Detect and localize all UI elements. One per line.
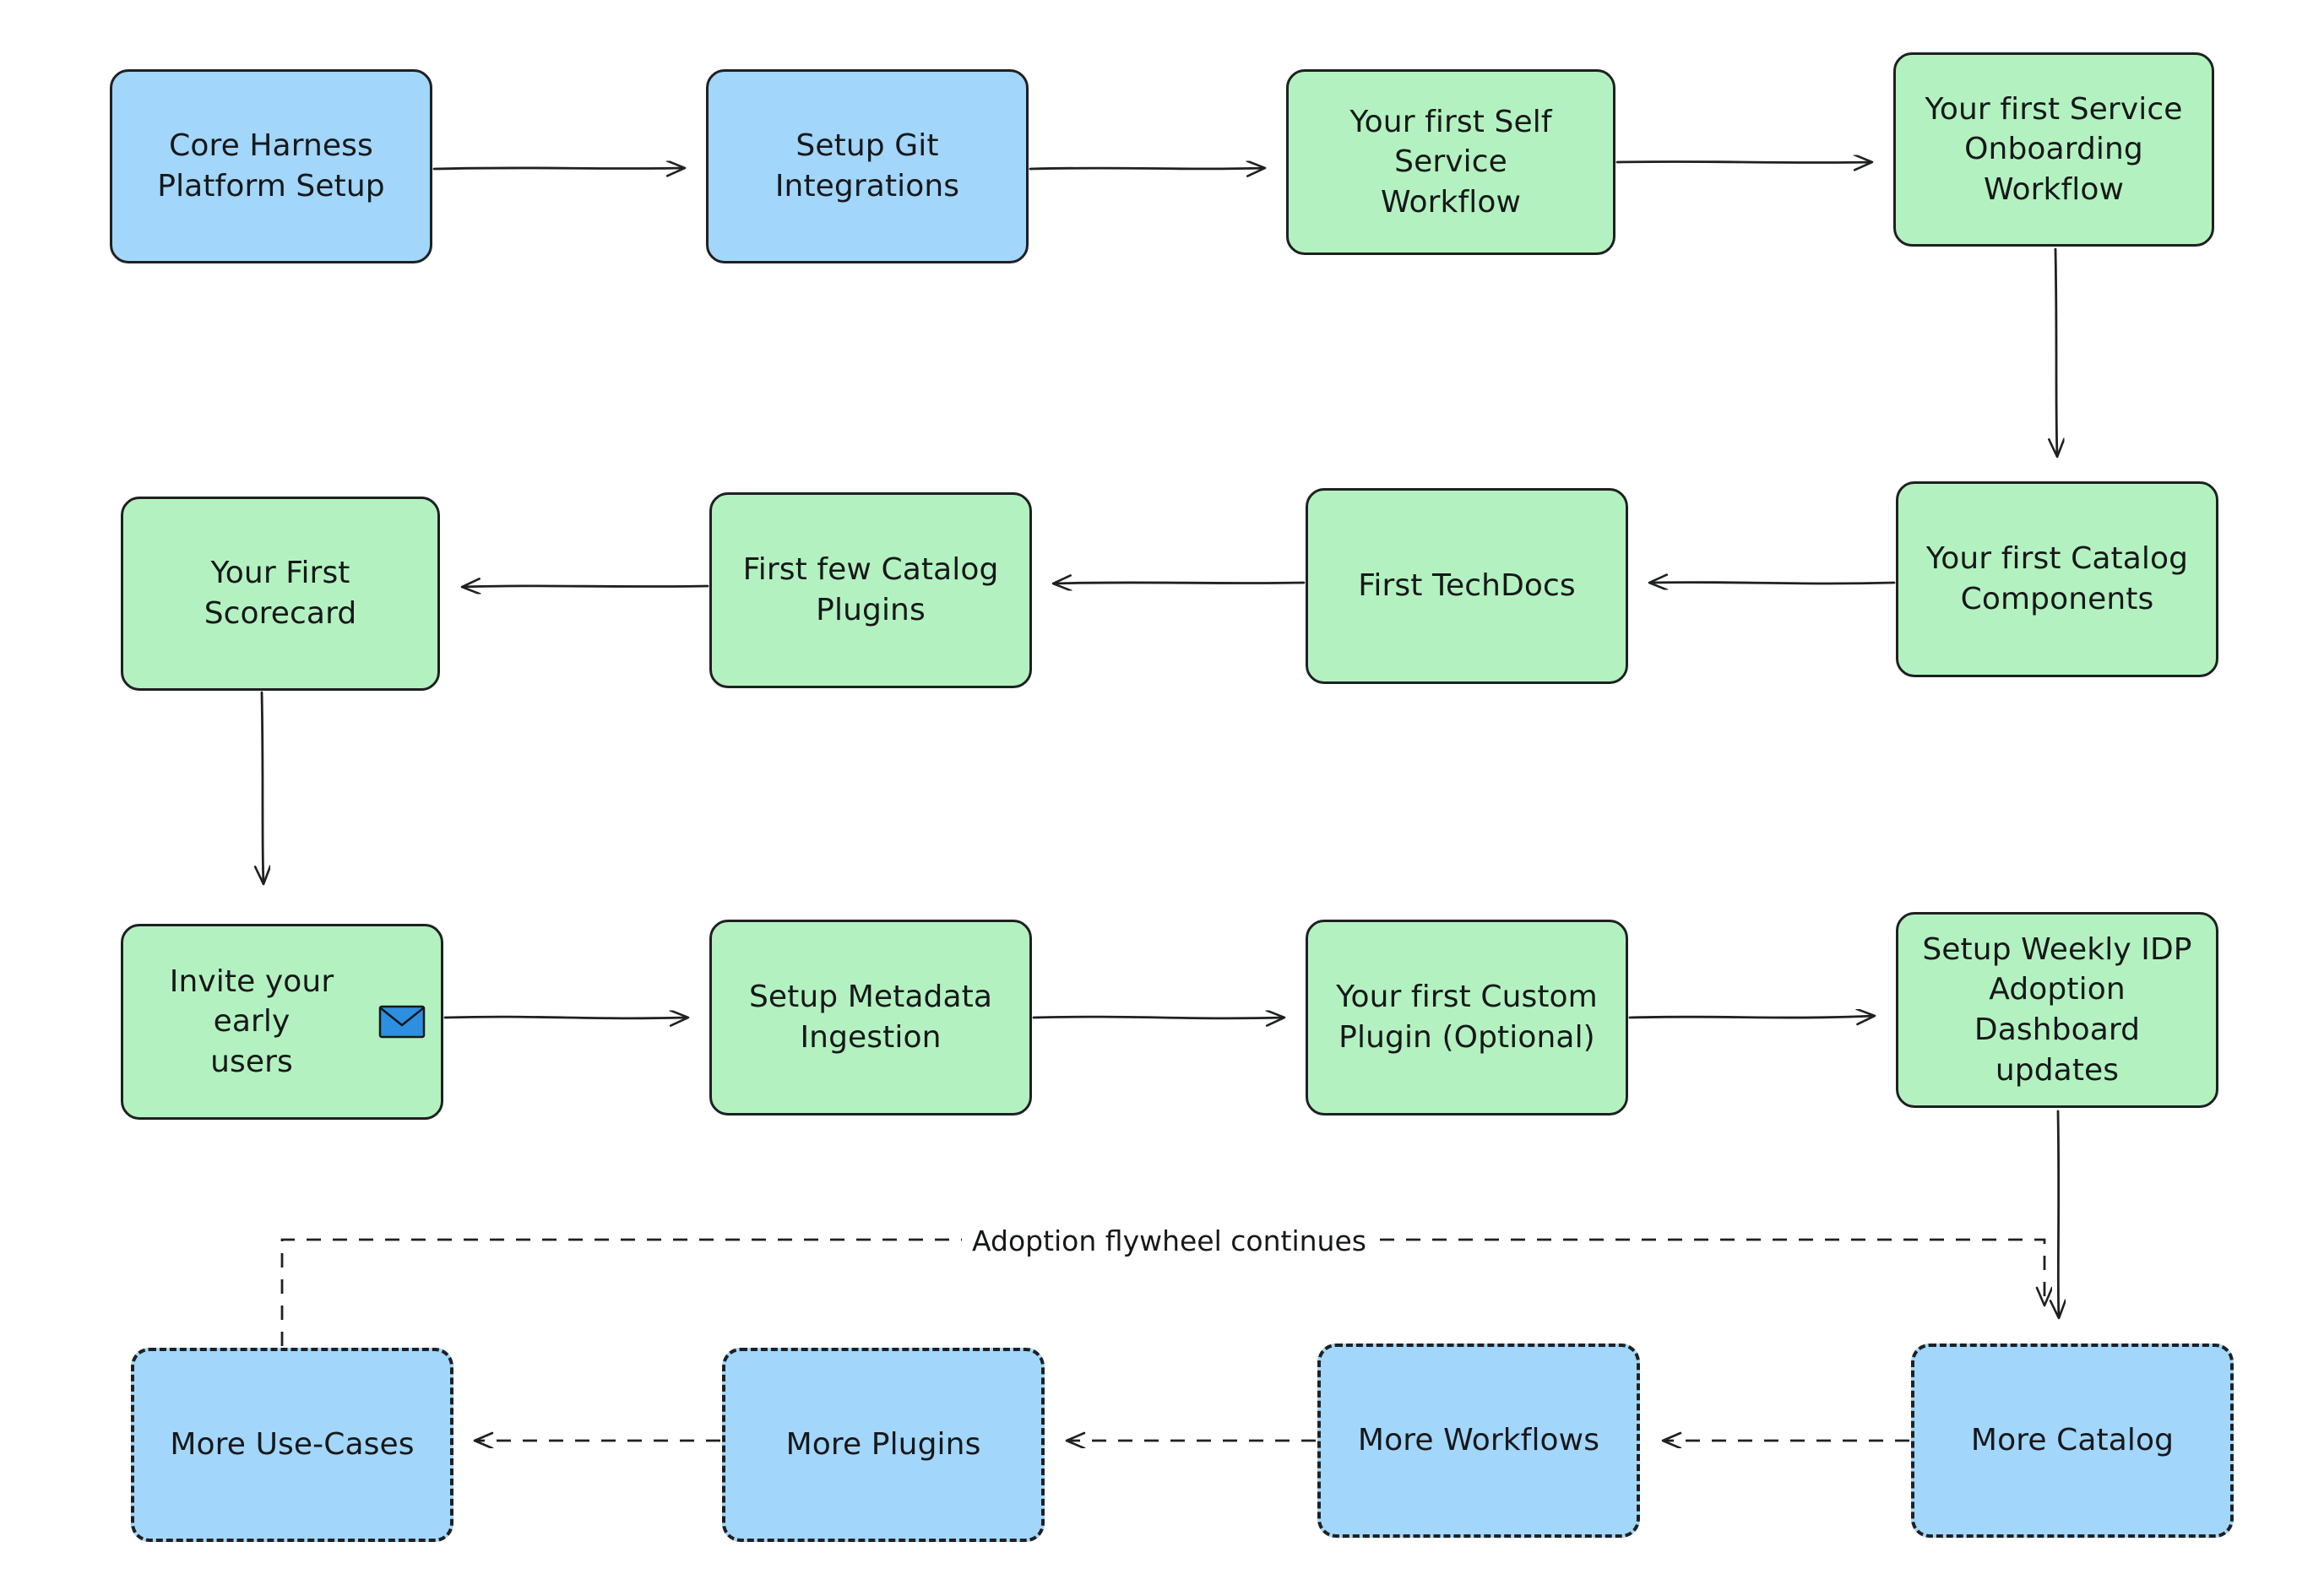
node-label: First TechDocs (1358, 568, 1576, 604)
edge-catalogplugins-to-scorecard (463, 586, 709, 587)
edge-invite-to-metadata (443, 1017, 687, 1018)
edge-onboarding-to-catalogcomponents (2055, 247, 2057, 456)
node-label: Your first Catalog Components (1925, 541, 2189, 616)
node-label: Invite your early users (169, 964, 334, 1079)
node-your-first-scorecard[interactable]: Your First Scorecard (121, 497, 440, 691)
edge-metadata-to-customplugin (1032, 1017, 1284, 1018)
node-your-first-self-service-workflow[interactable]: Your first Self Service Workflow (1286, 69, 1615, 255)
node-setup-git-integrations[interactable]: Setup Git Integrations (706, 69, 1029, 263)
node-label: Setup Git Integrations (774, 128, 960, 204)
edge-catalogcomponents-to-techdocs (1650, 583, 1896, 584)
node-label: Setup Weekly IDP Adoption Dashboard upda… (1922, 931, 2192, 1088)
node-invite-your-early-users[interactable]: Invite your early users (121, 924, 443, 1120)
node-label: More Use-Cases (170, 1427, 415, 1463)
envelope-icon (378, 1005, 426, 1039)
edge-label-adoption-flywheel-continues: Adoption flywheel continues (962, 1224, 1376, 1257)
node-label: More Catalog (1970, 1423, 2175, 1458)
node-more-catalog[interactable]: More Catalog (1911, 1344, 2234, 1538)
edge-dashboard-to-morecatalog (2058, 1110, 2059, 1317)
node-core-harness-platform-setup[interactable]: Core Harness Platform Setup (110, 69, 432, 263)
node-your-first-custom-plugin[interactable]: Your first Custom Plugin (Optional) (1306, 920, 1628, 1116)
edge-core-to-git (432, 168, 684, 169)
node-more-plugins[interactable]: More Plugins (722, 1348, 1045, 1542)
edge-customplugin-to-dashboard (1628, 1016, 1874, 1018)
edge-label-text: Adoption flywheel continues (972, 1224, 1366, 1257)
node-your-first-service-onboarding-workflow[interactable]: Your first Service Onboarding Workflow (1893, 52, 2214, 247)
node-first-techdocs[interactable]: First TechDocs (1306, 488, 1628, 684)
node-setup-metadata-ingestion[interactable]: Setup Metadata Ingestion (709, 920, 1032, 1116)
edge-git-to-selfservice (1029, 168, 1264, 169)
node-label: Your First Scorecard (204, 556, 357, 631)
edge-techdocs-to-catalogplugins (1054, 583, 1306, 584)
node-label: Your first Custom Plugin (Optional) (1336, 980, 1598, 1055)
node-label: First few Catalog Plugins (742, 552, 999, 627)
edge-scorecard-to-invite (262, 691, 263, 883)
edge-selfservice-to-onboarding (1615, 161, 1871, 162)
node-first-few-catalog-plugins[interactable]: First few Catalog Plugins (709, 492, 1032, 688)
node-label: Your first Service Onboarding Workflow (1925, 91, 2183, 207)
node-label: More Plugins (785, 1427, 981, 1463)
node-label: More Workflows (1357, 1423, 1600, 1458)
node-setup-weekly-idp-adoption-dashboard-updates[interactable]: Setup Weekly IDP Adoption Dashboard upda… (1896, 912, 2218, 1108)
node-your-first-catalog-components[interactable]: Your first Catalog Components (1896, 481, 2218, 677)
node-label: Setup Metadata Ingestion (748, 980, 993, 1055)
node-label: Core Harness Platform Setup (157, 128, 385, 204)
node-more-workflows[interactable]: More Workflows (1317, 1344, 1640, 1538)
node-more-use-cases[interactable]: More Use-Cases (131, 1348, 453, 1542)
node-label: Your first Self Service Workflow (1349, 104, 1552, 220)
